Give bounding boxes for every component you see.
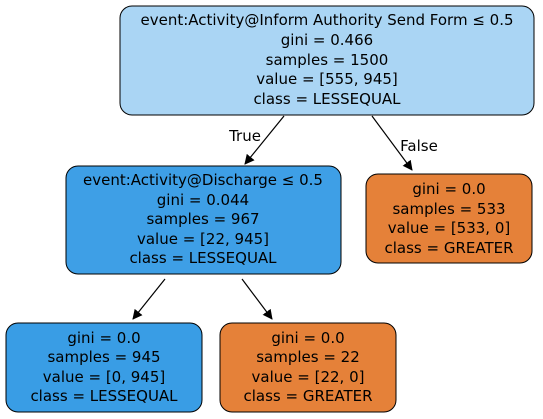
node-left-right-gini: gini = 0.0 <box>271 329 344 347</box>
node-left-gini: gini = 0.044 <box>157 191 249 209</box>
node-right-samples: samples = 533 <box>392 200 505 218</box>
node-left-right-samples: samples = 22 <box>256 348 360 366</box>
node-root-value: value = [555, 945] <box>256 70 398 88</box>
tree-node-left-left: gini = 0.0 samples = 945 value = [0, 945… <box>5 322 203 413</box>
node-box-left <box>65 165 342 275</box>
node-box-root <box>119 5 535 116</box>
node-root-gini: gini = 0.466 <box>281 31 373 49</box>
node-left-class: class = LESSEQUAL <box>129 249 277 267</box>
node-left-left-gini: gini = 0.0 <box>67 329 140 347</box>
node-box-left-right <box>219 322 397 413</box>
node-left-right-class: class = GREATER <box>243 387 372 405</box>
tree-node-left: event:Activity@Discharge ≤ 0.5 gini = 0.… <box>65 165 342 275</box>
node-right-gini: gini = 0.0 <box>412 180 485 198</box>
node-box-left-left <box>5 322 203 413</box>
node-left-split-condition: event:Activity@Discharge ≤ 0.5 <box>83 171 323 189</box>
edge-left-to-left-right <box>241 278 273 320</box>
edge-root-to-right <box>371 115 413 171</box>
edge-left-to-left-left <box>132 278 166 320</box>
node-left-left-class: class = LESSEQUAL <box>30 387 178 405</box>
tree-node-root: event:Activity@Inform Authority Send For… <box>119 5 535 116</box>
tree-node-left-right: gini = 0.0 samples = 22 value = [22, 0] … <box>219 322 397 413</box>
node-left-samples: samples = 967 <box>146 210 259 228</box>
node-left-right-value: value = [22, 0] <box>252 368 365 386</box>
node-left-left-value: value = [0, 945] <box>43 368 166 386</box>
edge-root-to-left <box>244 115 285 165</box>
node-right-value: value = [533, 0] <box>388 219 511 237</box>
node-root-class: class = LESSEQUAL <box>253 90 401 108</box>
tree-node-right: gini = 0.0 samples = 533 value = [533, 0… <box>365 173 533 264</box>
edge-label-false: False <box>400 137 438 155</box>
node-root-samples: samples = 1500 <box>266 51 389 69</box>
node-left-value: value = [22, 945] <box>137 230 269 248</box>
node-left-left-samples: samples = 945 <box>47 348 160 366</box>
node-box-right <box>365 173 533 264</box>
node-root-split-condition: event:Activity@Inform Authority Send For… <box>140 11 513 29</box>
node-right-class: class = GREATER <box>384 239 513 257</box>
edges: True False <box>132 115 438 320</box>
edge-label-true: True <box>228 127 261 145</box>
